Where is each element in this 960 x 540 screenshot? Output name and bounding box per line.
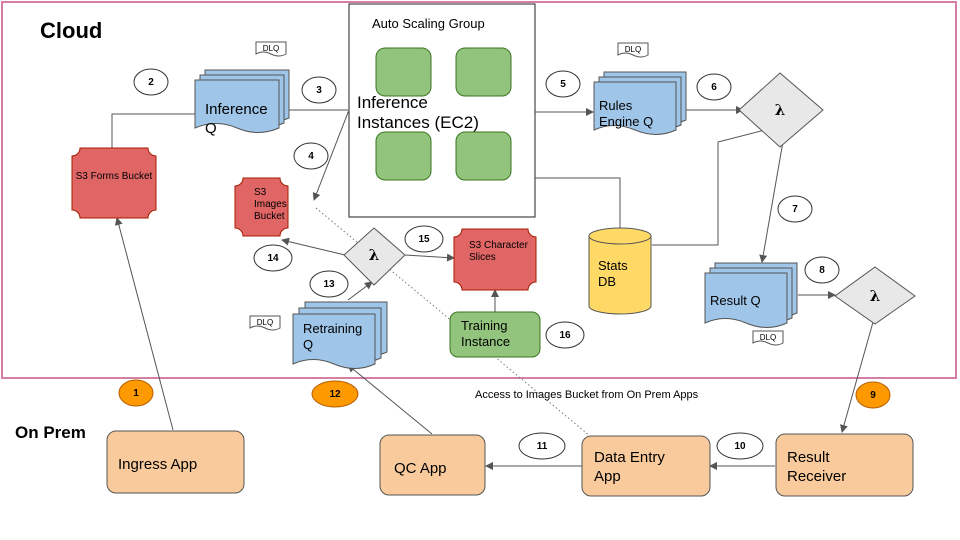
step-number-7: 7 <box>792 203 798 215</box>
asg-title: Auto Scaling Group <box>372 16 485 31</box>
rules-queue-label: Rules Engine Q <box>599 98 654 129</box>
rules-queue-shape <box>593 71 687 135</box>
step-number-14: 14 <box>267 252 279 264</box>
step-number-9: 9 <box>870 389 876 401</box>
step-number-16: 16 <box>559 329 571 341</box>
step-number-13: 13 <box>323 278 335 290</box>
training-instance-shape <box>449 311 541 358</box>
step-circle-13 <box>309 270 349 298</box>
result-queue-label: Result Q <box>710 293 761 308</box>
lambda-diamond-result <box>834 266 916 325</box>
dlq-label-inference: DLQ <box>262 43 280 53</box>
lambda-diamond-retraining <box>343 227 406 286</box>
step-number-15: 15 <box>418 233 430 245</box>
stats-db-label: Stats DB <box>598 258 628 289</box>
ec2-instance <box>375 131 432 181</box>
cloud-region-title: Cloud <box>40 18 103 43</box>
step-number-5: 5 <box>560 78 566 90</box>
result-receiver-label: Result Receiver <box>787 449 847 485</box>
step-circle-14 <box>253 244 293 272</box>
s3-slices-bucket-label: S3 Character Slices <box>469 240 528 263</box>
s3-forms-bucket-shape <box>71 147 157 219</box>
s3-slices-bucket-shape <box>453 228 537 291</box>
connector-forms-to-inference <box>111 113 197 148</box>
lambda-label-rules: λ <box>774 101 786 119</box>
step-circle-11 <box>518 432 566 460</box>
ec2-instance <box>455 47 512 97</box>
connector-ingress-to-forms <box>114 217 174 431</box>
connector-dotted-access <box>315 207 591 437</box>
stats-db-shape <box>588 227 652 315</box>
lambda-label-result: λ <box>869 287 881 305</box>
connector-lambda-to-result <box>759 129 786 263</box>
connector-lambda-to-images <box>281 237 346 256</box>
connector-asg-to-stats <box>535 177 621 232</box>
step-circle-4 <box>293 142 329 170</box>
data-entry-app-shape <box>581 435 711 497</box>
step-number-4: 4 <box>308 150 314 162</box>
ingress-app-label: Ingress App <box>118 456 198 473</box>
step-number-3: 3 <box>316 84 322 96</box>
step-number-10: 10 <box>734 440 746 452</box>
connector-lambda-to-receiver <box>840 314 876 433</box>
inference-queue-shape <box>194 69 290 133</box>
connector-lambda-to-slices <box>404 253 455 262</box>
lambda-diamond-rules <box>738 72 824 148</box>
step-circle-5 <box>545 70 581 98</box>
step-circle-2 <box>133 68 169 96</box>
qc-app-label: QC App <box>394 460 447 477</box>
connector-qc-to-retraining <box>347 364 433 435</box>
inference-queue-label: Inference Q <box>205 101 268 137</box>
on-prem-region-title: On Prem <box>15 423 86 442</box>
ec2-instance <box>455 131 512 181</box>
qc-app-shape <box>379 434 486 496</box>
s3-images-bucket-label: S3 Images Bucket <box>254 187 287 222</box>
step-number-11: 11 <box>536 440 548 452</box>
step-circle-1 <box>118 379 154 407</box>
step-circle-8 <box>804 256 840 284</box>
s3-forms-bucket-label: S3 Forms Bucket <box>75 171 153 182</box>
cloud-region-border <box>1 1 957 379</box>
retraining-queue-label: Retraining Q <box>303 321 363 352</box>
data-entry-app-label: Data Entry App <box>594 449 665 485</box>
dlq-label-result: DLQ <box>759 332 777 342</box>
step-number-12: 12 <box>329 388 341 400</box>
lambda-label-retraining: λ <box>368 246 380 264</box>
step-circle-16 <box>545 321 585 349</box>
step-number-1: 1 <box>133 387 139 399</box>
step-circle-10 <box>716 432 764 460</box>
inference-instances-label: Inference Instances (EC2) <box>357 93 479 132</box>
step-number-2: 2 <box>148 76 154 88</box>
access-note: Access to Images Bucket from On Prem App… <box>475 389 699 401</box>
ec2-instance <box>375 47 432 97</box>
connector-retraining-to-lambda <box>347 281 373 301</box>
step-number-6: 6 <box>711 81 717 93</box>
ingress-app-shape <box>106 430 245 494</box>
training-instance-label: Training Instance <box>461 318 511 349</box>
s3-images-bucket-shape <box>234 177 289 237</box>
step-circle-12 <box>311 380 359 408</box>
result-receiver-shape <box>775 433 914 497</box>
retraining-queue-shape <box>292 301 388 369</box>
step-circle-7 <box>777 195 813 223</box>
step-circle-3 <box>301 76 337 104</box>
dlq-label-retraining: DLQ <box>256 317 274 327</box>
step-circle-15 <box>404 225 444 253</box>
step-number-8: 8 <box>819 264 825 276</box>
step-circle-6 <box>696 73 732 101</box>
asg-box <box>348 3 536 218</box>
result-queue-shape <box>704 262 798 328</box>
dlq-tags <box>249 41 784 346</box>
dlq-label-rules: DLQ <box>624 44 642 54</box>
connector-lambda-to-stats <box>652 129 766 246</box>
connector-asg-to-images <box>312 109 350 201</box>
step-circle-9 <box>855 381 891 409</box>
